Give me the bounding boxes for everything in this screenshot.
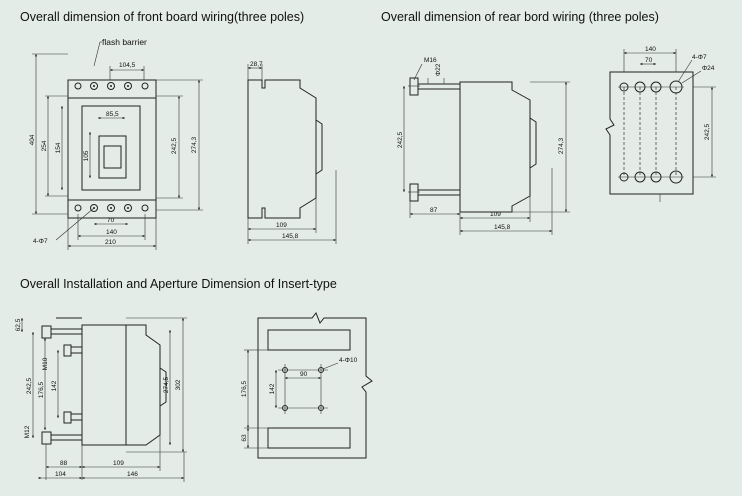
rear-dim-145-8: 145,8 <box>494 224 511 231</box>
insert-dim-176-5: 176,5 <box>38 381 45 398</box>
dim-70: 70 <box>107 217 115 224</box>
front-side-view: 28,7 109 145,8 <box>247 61 337 244</box>
rear-wiring-title: Overall dimension of rear bord wiring (t… <box>381 10 659 24</box>
insert-dim-104: 104 <box>55 471 66 478</box>
dim-28-7: 28,7 <box>250 61 263 68</box>
front-top-terminal-block <box>67 79 157 99</box>
operating-handle <box>103 145 122 169</box>
rear-dim-109: 109 <box>490 211 501 218</box>
insert-dim-146: 146 <box>127 471 138 478</box>
aperture-dim-70: 70 <box>645 57 653 64</box>
insert-m10-label: M10 <box>42 357 49 370</box>
dim-105: 105 <box>83 150 90 161</box>
insert-aperture-view: 4-Φ10 90 176,5 142 63 <box>241 312 373 459</box>
front-view: flash barrier 104,5 85,5 404 254 154 105… <box>29 37 203 250</box>
front-top-terminals <box>74 82 149 90</box>
rear-bottom-nut <box>409 183 419 202</box>
rear-phi22-label: Φ22 <box>435 63 442 76</box>
rear-panel-outline <box>605 71 694 195</box>
insert-lower-cutout <box>267 427 351 449</box>
front-wiring-title: Overall dimension of front board wiring(… <box>20 10 305 24</box>
insert-aperture-dim-90: 90 <box>300 371 308 378</box>
insert-m10-nut-bottom <box>63 411 72 424</box>
rear-aperture-view: 140 70 4-Φ7 Φ24 242,5 <box>605 46 716 202</box>
insert-dim-242-5: 242,5 <box>26 377 33 394</box>
insert-bottom-nut <box>41 431 52 445</box>
dim-109: 109 <box>276 222 287 229</box>
handle-window <box>98 135 127 179</box>
insert-dim-88: 88 <box>60 460 68 467</box>
rear-aperture-bottom-holes <box>618 170 684 184</box>
rear-m16-label: M16 <box>424 57 437 64</box>
insert-dim-274-5: 274,5 <box>163 376 170 393</box>
insert-upper-cutout <box>267 329 351 351</box>
dim-154: 154 <box>55 142 62 153</box>
dim-254: 254 <box>41 140 48 151</box>
rear-handle <box>529 117 537 169</box>
insert-m10-nut-top <box>63 344 72 357</box>
insert-top-nut <box>41 325 52 339</box>
insert-base-block <box>81 324 127 446</box>
insert-dim-109: 109 <box>113 460 124 467</box>
rear-dim-274-3: 274,3 <box>558 137 565 154</box>
side-body-outline <box>247 79 317 219</box>
rear-top-nut <box>409 77 419 96</box>
insert-type-title: Overall Installation and Aperture Dimens… <box>20 277 337 291</box>
rear-side-view: M16 Φ22 242,5 274,3 87 109 145,8 <box>397 57 570 235</box>
dim-274-3: 274,3 <box>191 136 198 153</box>
insert-dim-62-5: 62,5 <box>15 318 22 331</box>
aperture-holes-label: 4-Φ7 <box>692 54 707 61</box>
insert-aperture-dim-142: 142 <box>269 383 276 394</box>
rear-dim-242-5: 242,5 <box>397 131 404 148</box>
aperture-dim-242-5: 242,5 <box>704 123 711 140</box>
side-handle <box>315 119 323 175</box>
insert-breaker-body <box>126 324 161 446</box>
dim-145-8: 145,8 <box>282 233 299 240</box>
rear-body-outline <box>459 81 531 213</box>
aperture-phi24-label: Φ24 <box>702 65 715 72</box>
insert-dim-302: 302 <box>175 379 182 390</box>
flash-barrier-label: flash barrier <box>102 37 147 47</box>
rear-dim-87: 87 <box>430 207 438 214</box>
insert-holes-label: 4-Φ10 <box>339 357 358 364</box>
front-cover-panel <box>81 105 141 191</box>
dim-85-5: 85,5 <box>106 111 119 118</box>
insert-side-view: 62,5 M10 242,5 176,5 142 M12 274,5 302 8… <box>15 317 187 482</box>
rear-top-stud <box>413 83 461 90</box>
rear-aperture-top-holes <box>618 80 684 94</box>
insert-aperture-dim-176-5: 176,5 <box>241 380 248 397</box>
front-bottom-terminal-block <box>67 199 157 219</box>
dim-104-5: 104,5 <box>119 62 136 69</box>
aperture-dim-140: 140 <box>645 46 656 53</box>
insert-panel-outline <box>257 312 373 459</box>
dim-140: 140 <box>106 229 117 236</box>
dim-210: 210 <box>105 239 116 246</box>
dim-242-5: 242,5 <box>171 137 178 154</box>
front-bottom-terminals <box>74 204 149 212</box>
insert-m12-label: M12 <box>24 425 31 438</box>
dim-404: 404 <box>29 134 36 145</box>
insert-dim-142: 142 <box>51 380 58 391</box>
insert-mounting-holes <box>278 364 328 414</box>
rear-bottom-stud <box>413 189 461 196</box>
insert-handle <box>159 367 167 407</box>
holes-4-phi7: 4-Φ7 <box>33 238 48 245</box>
insert-aperture-dim-63: 63 <box>241 434 248 442</box>
